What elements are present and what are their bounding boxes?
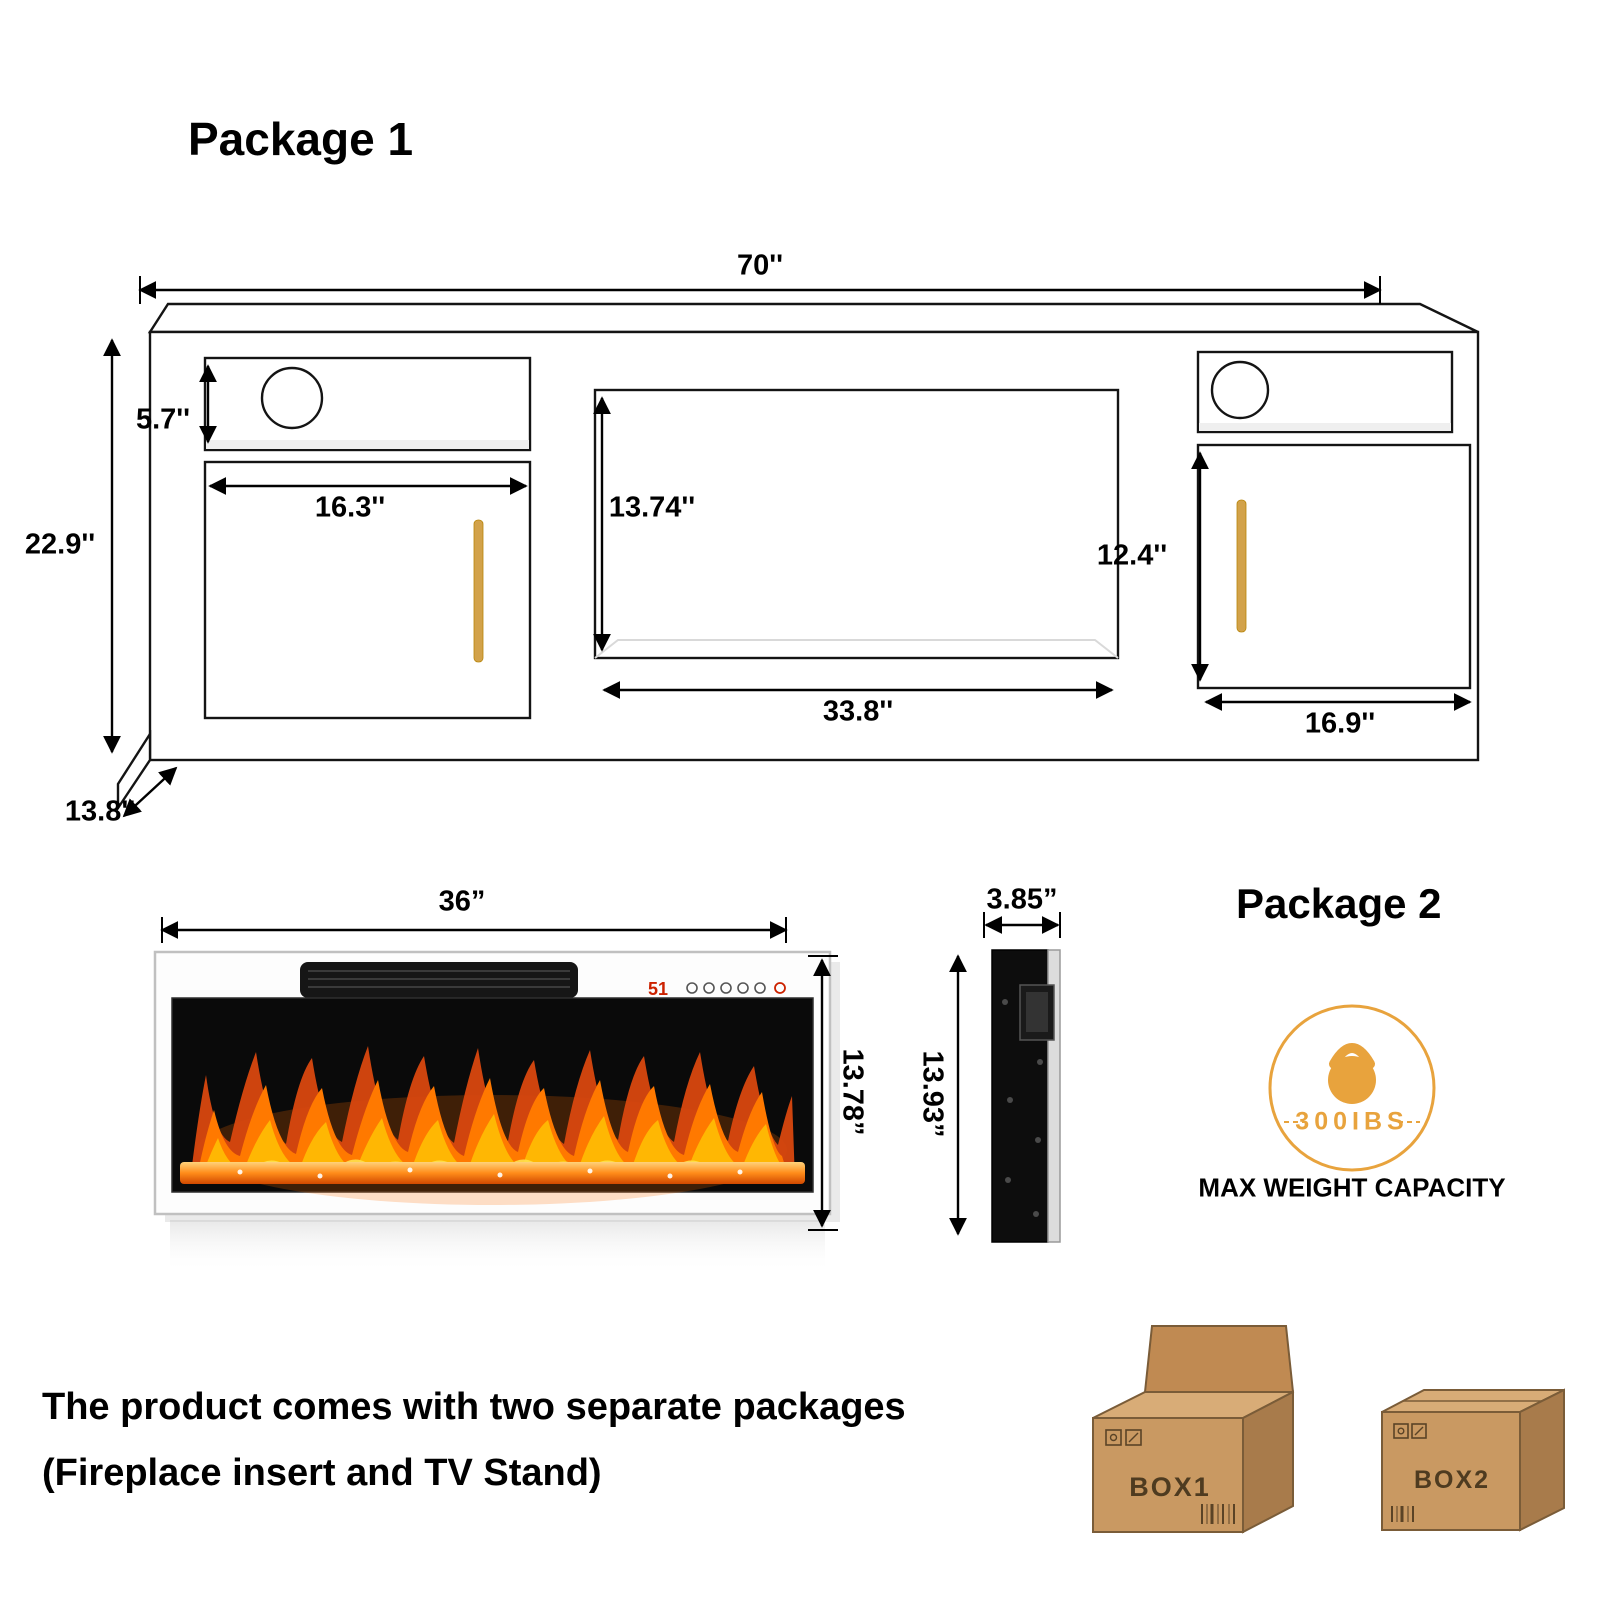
dim-label-right-cabinet-width: 16.9'' bbox=[1304, 707, 1376, 740]
dim-label-side-height: 13.93” bbox=[916, 1050, 949, 1138]
box1-barcode bbox=[1201, 1504, 1235, 1524]
weight-capacity-badge bbox=[1268, 1004, 1436, 1172]
dim-label-fireplace-width: 36” bbox=[438, 885, 486, 918]
fireplace-display: 51 bbox=[648, 979, 668, 999]
dim-label-overall-height: 22.9'' bbox=[24, 528, 96, 561]
dim-label-right-cabinet-height: 12.4'' bbox=[1096, 539, 1168, 572]
package1-title: Package 1 bbox=[188, 113, 414, 165]
dim-label-center-opening-width: 33.8'' bbox=[822, 695, 894, 728]
box2-handling-icons bbox=[1393, 1423, 1427, 1439]
fireplace-front: 51 bbox=[153, 950, 840, 1272]
kettlebell-icon bbox=[1328, 1043, 1376, 1104]
fireplace-reflection bbox=[170, 1220, 825, 1272]
dim-label-depth: 13.8'' bbox=[64, 795, 136, 828]
box2-label: BOX2 bbox=[1414, 1466, 1490, 1494]
footer-line2: (Fireplace insert and TV Stand) bbox=[42, 1452, 602, 1494]
fireplace-flames bbox=[180, 1046, 805, 1205]
right-door-handle bbox=[1236, 499, 1247, 633]
tv-stand bbox=[116, 302, 1480, 812]
box2-barcode bbox=[1391, 1506, 1414, 1522]
dim-label-left-shelf-width: 16.3'' bbox=[314, 491, 386, 524]
dim-label-overall-width: 70'' bbox=[736, 249, 784, 282]
package2-title: Package 2 bbox=[1236, 880, 1442, 927]
dimension-arrows-package1 bbox=[103, 276, 1472, 818]
dim-label-center-opening-height: 13.74'' bbox=[608, 491, 696, 524]
left-door-handle bbox=[473, 519, 484, 663]
dim-label-side-depth: 3.85” bbox=[986, 883, 1058, 916]
box1-label: BOX1 bbox=[1129, 1472, 1211, 1502]
dim-label-left-shelf-height: 5.7'' bbox=[135, 403, 191, 436]
weight-capacity-value: 300IBS bbox=[1295, 1107, 1409, 1136]
box2: BOX2 bbox=[1381, 1388, 1565, 1532]
weight-capacity-caption: MAX WEIGHT CAPACITY bbox=[1198, 1172, 1506, 1203]
dimension-arrows-package2 bbox=[160, 912, 1061, 1236]
fireplace-side bbox=[991, 949, 1061, 1243]
box1-handling-icons bbox=[1105, 1429, 1142, 1446]
box1: BOX1 bbox=[1092, 1325, 1295, 1534]
dim-label-fireplace-height: 13.78” bbox=[836, 1048, 869, 1136]
control-panel-icons: 51 bbox=[648, 979, 786, 999]
footer-line1: The product comes with two separate pack… bbox=[42, 1386, 906, 1428]
